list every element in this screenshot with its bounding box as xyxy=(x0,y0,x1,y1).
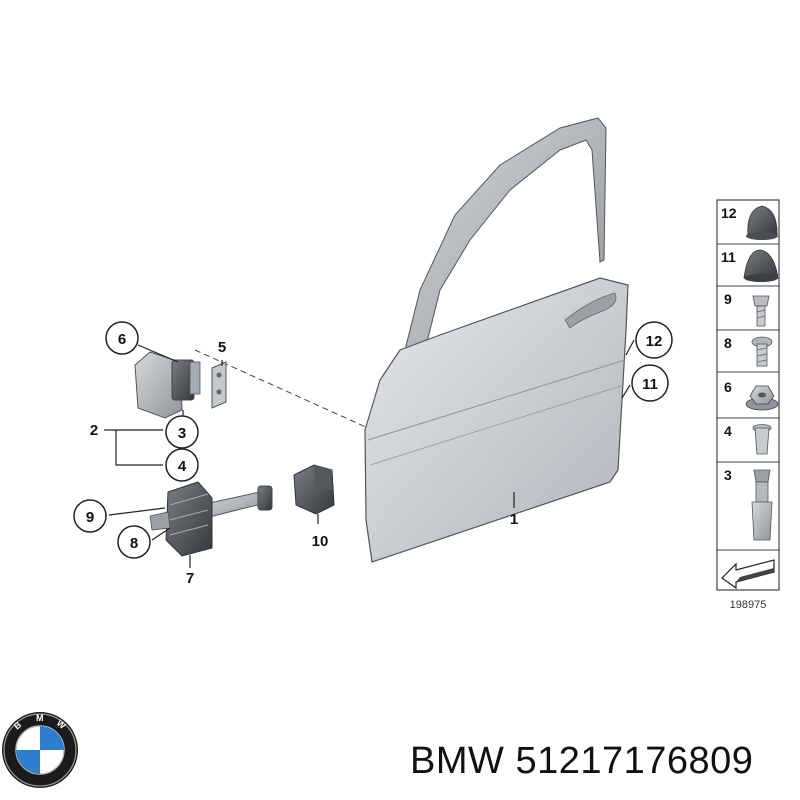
bmw-logo: B M W xyxy=(2,712,78,788)
svg-text:2: 2 xyxy=(90,422,98,439)
legend-label-3: 3 xyxy=(724,467,732,483)
callout-9: 9 xyxy=(73,499,107,533)
parts-legend: 12 11 9 8 6 4 3 xyxy=(716,199,780,611)
svg-text:9: 9 xyxy=(86,509,94,526)
svg-text:M: M xyxy=(36,713,44,723)
direction-arrow-icon xyxy=(721,559,775,590)
callout-6: 6 xyxy=(105,321,139,355)
callout-leaders xyxy=(104,339,635,568)
callout-12: 12 xyxy=(635,321,673,359)
callout-7: 7 xyxy=(186,570,194,587)
legend-label-11: 11 xyxy=(721,249,736,265)
callout-1: 1 xyxy=(510,511,518,528)
svg-text:6: 6 xyxy=(118,331,126,348)
svg-text:5: 5 xyxy=(218,339,226,356)
svg-text:10: 10 xyxy=(312,533,329,550)
door-hinge xyxy=(134,351,201,419)
door-shell xyxy=(364,117,629,563)
brand-name: BMW xyxy=(410,740,505,782)
callout-11: 11 xyxy=(631,364,669,402)
svg-text:3: 3 xyxy=(178,425,186,442)
svg-text:12: 12 xyxy=(646,333,663,350)
callout-5: 5 xyxy=(218,339,226,356)
diagram-code: 198975 xyxy=(730,599,767,611)
callout-4: 4 xyxy=(165,448,199,482)
grommet-12-icon xyxy=(747,205,778,237)
legend-label-9: 9 xyxy=(724,291,732,307)
legend-label-6: 6 xyxy=(724,379,732,395)
callout-2: 2 xyxy=(90,422,98,439)
door-check-strap xyxy=(149,481,273,557)
legend-label-4: 4 xyxy=(724,423,732,439)
part-number-caption: BMW 51217176809 xyxy=(410,740,753,783)
bolt-9-icon xyxy=(752,295,770,327)
hinge-shim-plate xyxy=(211,361,227,409)
part-number: 51217176809 xyxy=(515,740,754,782)
stud-3-icon xyxy=(751,469,773,541)
svg-text:11: 11 xyxy=(642,376,658,393)
rivet-nut-4-icon xyxy=(752,424,772,455)
callout-10: 10 xyxy=(312,533,329,550)
grommet-11-icon xyxy=(743,249,779,279)
svg-text:7: 7 xyxy=(186,570,194,587)
nut-6-icon xyxy=(745,385,779,411)
svg-text:B: B xyxy=(12,719,24,731)
screw-8-icon xyxy=(751,336,773,367)
svg-text:4: 4 xyxy=(178,458,187,475)
svg-text:1: 1 xyxy=(510,511,518,528)
callout-3: 3 xyxy=(165,415,199,449)
callout-8: 8 xyxy=(117,525,151,559)
legend-label-8: 8 xyxy=(724,335,732,351)
legend-label-12: 12 xyxy=(721,205,737,221)
door-stop-buffer xyxy=(293,464,335,515)
svg-text:8: 8 xyxy=(130,535,138,552)
